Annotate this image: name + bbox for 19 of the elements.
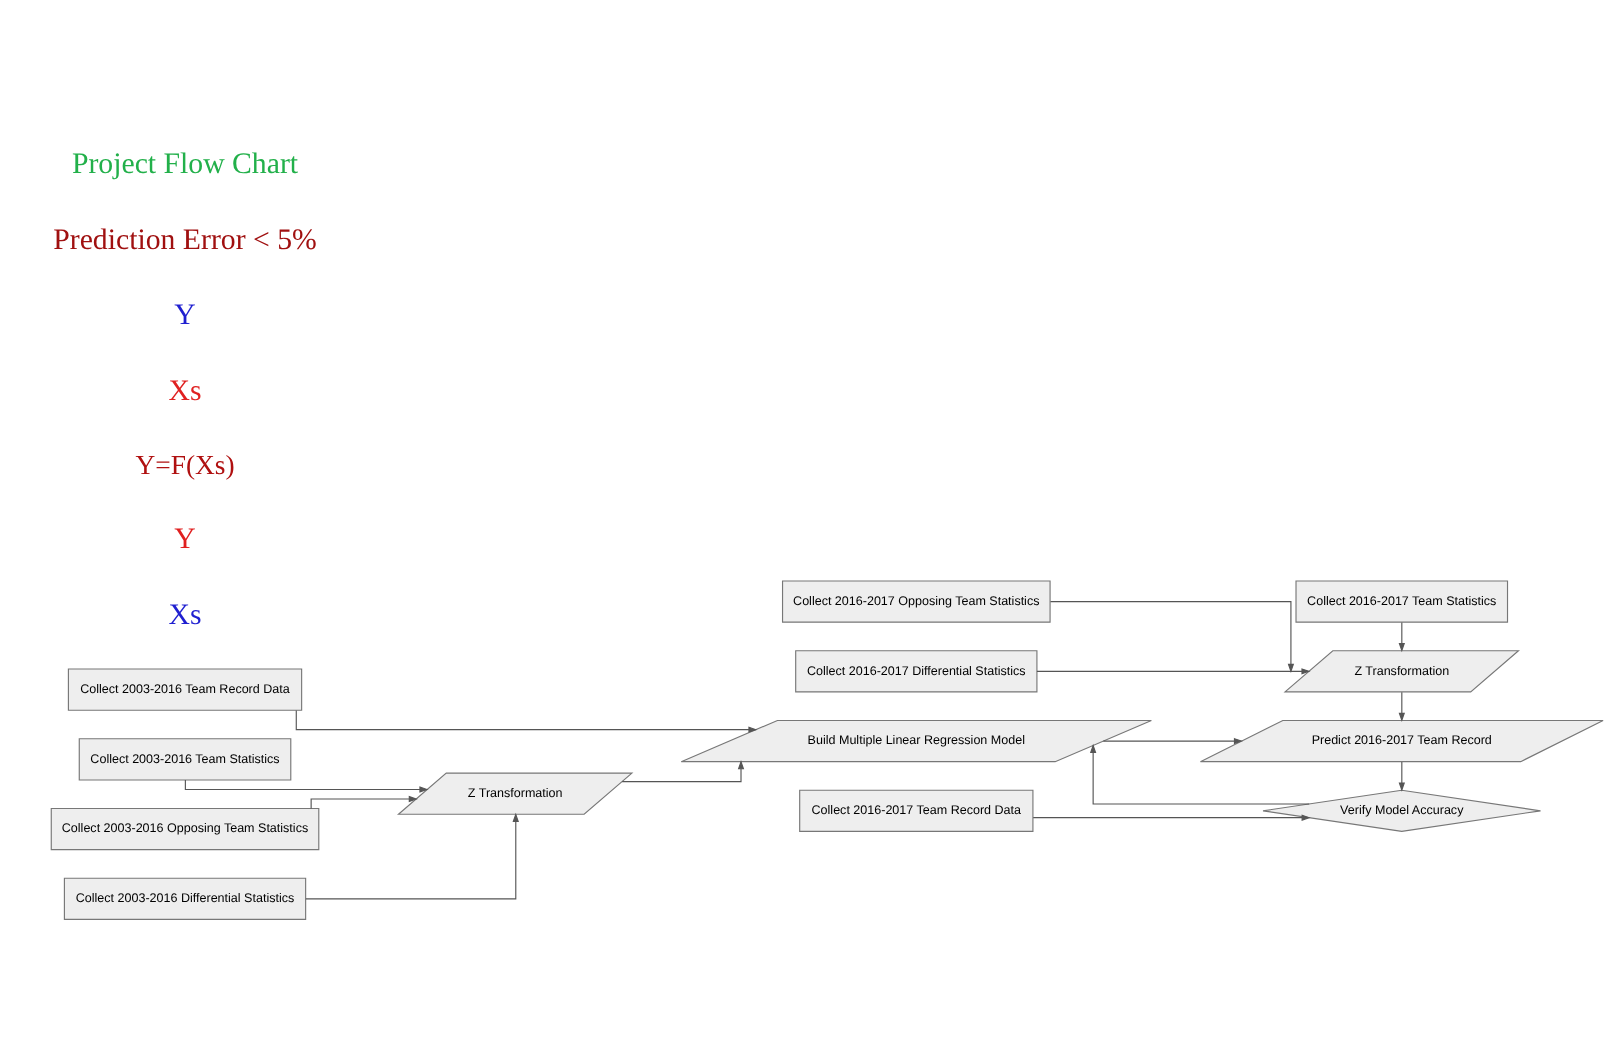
label: Y — [174, 524, 196, 557]
arrow — [621, 760, 745, 783]
arrow — [310, 795, 418, 810]
label: Y=F(Xs) — [135, 449, 235, 480]
arrow — [184, 779, 429, 793]
label: Xs — [168, 375, 202, 408]
label: Project Flow Chart — [71, 149, 299, 182]
arrow — [1398, 761, 1406, 792]
arrow — [305, 812, 519, 900]
arrow — [1398, 621, 1406, 653]
arrow — [1398, 691, 1406, 722]
arrow — [1102, 737, 1244, 745]
arrow — [1036, 668, 1311, 675]
label: Xs — [168, 599, 202, 632]
arrow — [1032, 814, 1311, 821]
arrow — [1089, 743, 1310, 805]
label: Prediction Error < 5% — [53, 224, 317, 257]
label: Y — [174, 300, 196, 333]
arrow — [1049, 601, 1295, 673]
